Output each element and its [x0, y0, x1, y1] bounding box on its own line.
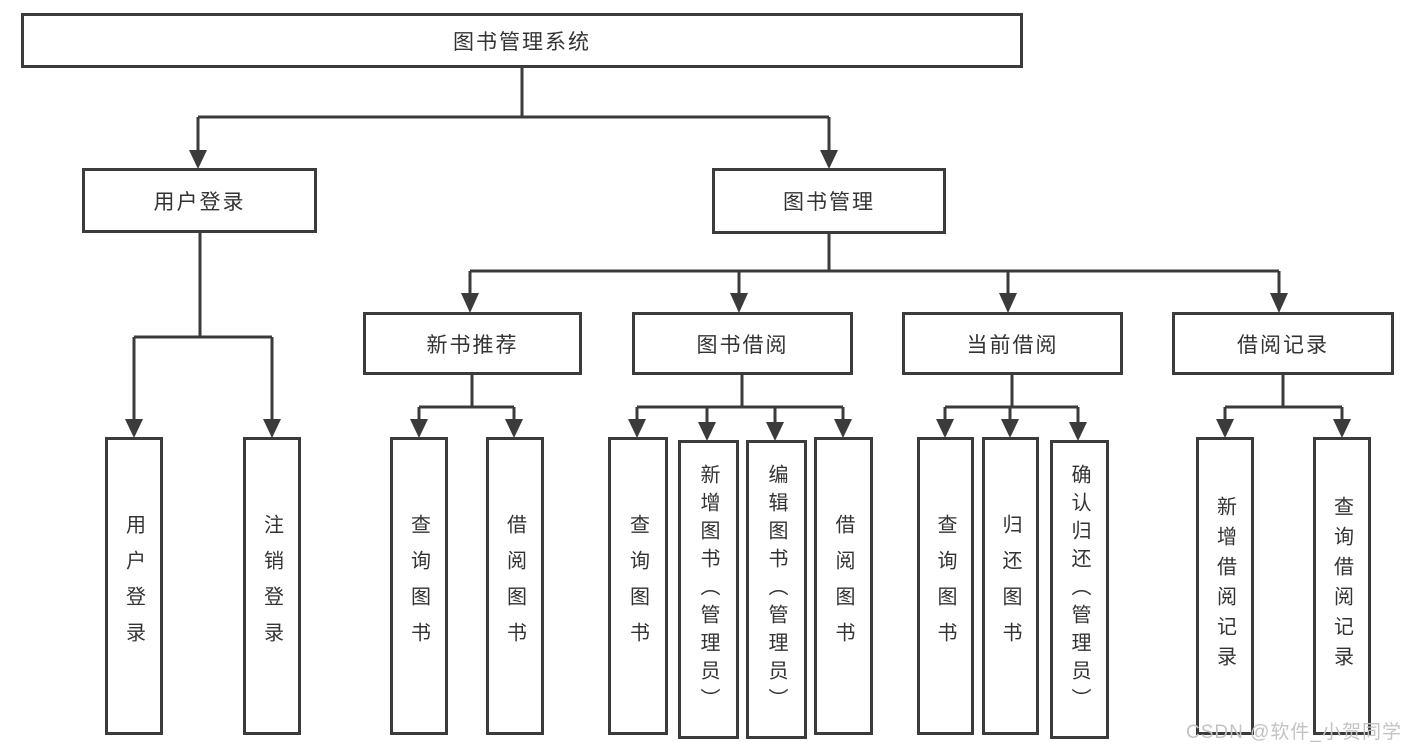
- leaf-borrow-books: 借阅图书: [814, 437, 873, 735]
- node-user-login: 用户登录: [82, 168, 317, 233]
- leaf-logout: 注销登录: [243, 437, 301, 735]
- node-current-borrowing: 当前借阅: [902, 312, 1123, 375]
- node-book-management: 图书管理: [712, 168, 946, 234]
- leaf-add-book-admin: 新增图书（管理员）: [678, 440, 739, 739]
- node-book-borrowing: 图书借阅: [632, 312, 853, 375]
- leaf-user-login: 用户登录: [105, 437, 163, 735]
- leaf-edit-book-admin: 编辑图书（管理员）: [746, 440, 807, 739]
- leaf-borrow-books-recommend: 借阅图书: [486, 437, 544, 735]
- leaf-add-borrow-record: 新增借阅记录: [1196, 437, 1254, 735]
- leaf-query-borrow-record: 查询借阅记录: [1313, 437, 1371, 735]
- leaf-confirm-return-admin: 确认归还（管理员）: [1050, 440, 1109, 739]
- csdn-watermark: CSDN @软件_小贺同学: [1186, 722, 1402, 743]
- node-library-management-system: 图书管理系统: [21, 13, 1023, 68]
- leaf-return-books: 归还图书: [982, 437, 1039, 735]
- leaf-query-books-borrow: 查询图书: [608, 437, 668, 735]
- node-borrowing-records: 借阅记录: [1172, 312, 1394, 375]
- node-new-book-recommendation: 新书推荐: [363, 312, 582, 375]
- leaf-query-books-recommend: 查询图书: [390, 437, 448, 735]
- leaf-query-books-current: 查询图书: [917, 437, 974, 735]
